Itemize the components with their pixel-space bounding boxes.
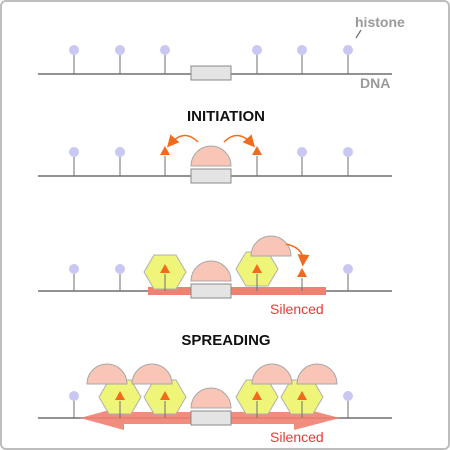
histone-icon [115,45,125,74]
curved-arrow-icon [167,134,199,148]
silencer-dome-icon [190,387,232,409]
histone-modified-icon [115,391,125,418]
histone-icon [160,45,170,74]
row-propagation: Silenced [38,235,392,317]
gene-box [190,168,232,184]
gene-box [190,410,232,426]
initiation-heading: INITIATION [187,108,265,125]
histone-icon [297,45,307,74]
histone-icon [252,45,262,74]
histone-modified-icon [160,146,170,176]
histone-modified-icon [252,146,262,176]
histone-modified-icon [297,391,307,418]
silencer-dome-icon [86,363,128,385]
silencer-dome-icon [190,145,232,167]
histone-icon [115,264,125,291]
histone-modified-icon [160,264,170,291]
histone-label: histone [355,14,405,30]
gene-box [190,65,232,81]
histone-icon [343,391,353,418]
row-spreading: Silenced [38,363,392,445]
gene-box [190,283,232,299]
histone-icon [343,264,353,291]
spreading-heading: SPREADING [181,332,270,349]
histone-icon [343,45,353,74]
silencer-dome-icon [131,363,173,385]
histone-icon [69,391,79,418]
silencer-dome-icon [251,363,293,385]
histone-icon [69,45,79,74]
row-initiation [38,134,392,184]
histone-icon [297,147,307,176]
histone-pointer [355,29,362,39]
curved-arrow-icon [223,134,255,148]
curved-arrow-icon [285,243,310,267]
histone-modified-icon [297,268,307,291]
histone-icon [69,264,79,291]
histone-modified-icon [160,391,170,418]
silenced-label: Silenced [270,301,324,317]
silenced-label: Silenced [270,429,324,445]
dna-label: DNA [360,75,390,91]
silencer-dome-icon [190,260,232,282]
row-dna: histone DNA [38,14,405,91]
histone-modified-icon [252,264,262,291]
silenced-bar [148,287,326,295]
silencer-dome-icon [250,235,292,257]
silencer-dome-icon [296,363,338,385]
histone-icon [69,147,79,176]
histone-modified-icon [252,391,262,418]
histone-icon [115,147,125,176]
histone-icon [343,147,353,176]
